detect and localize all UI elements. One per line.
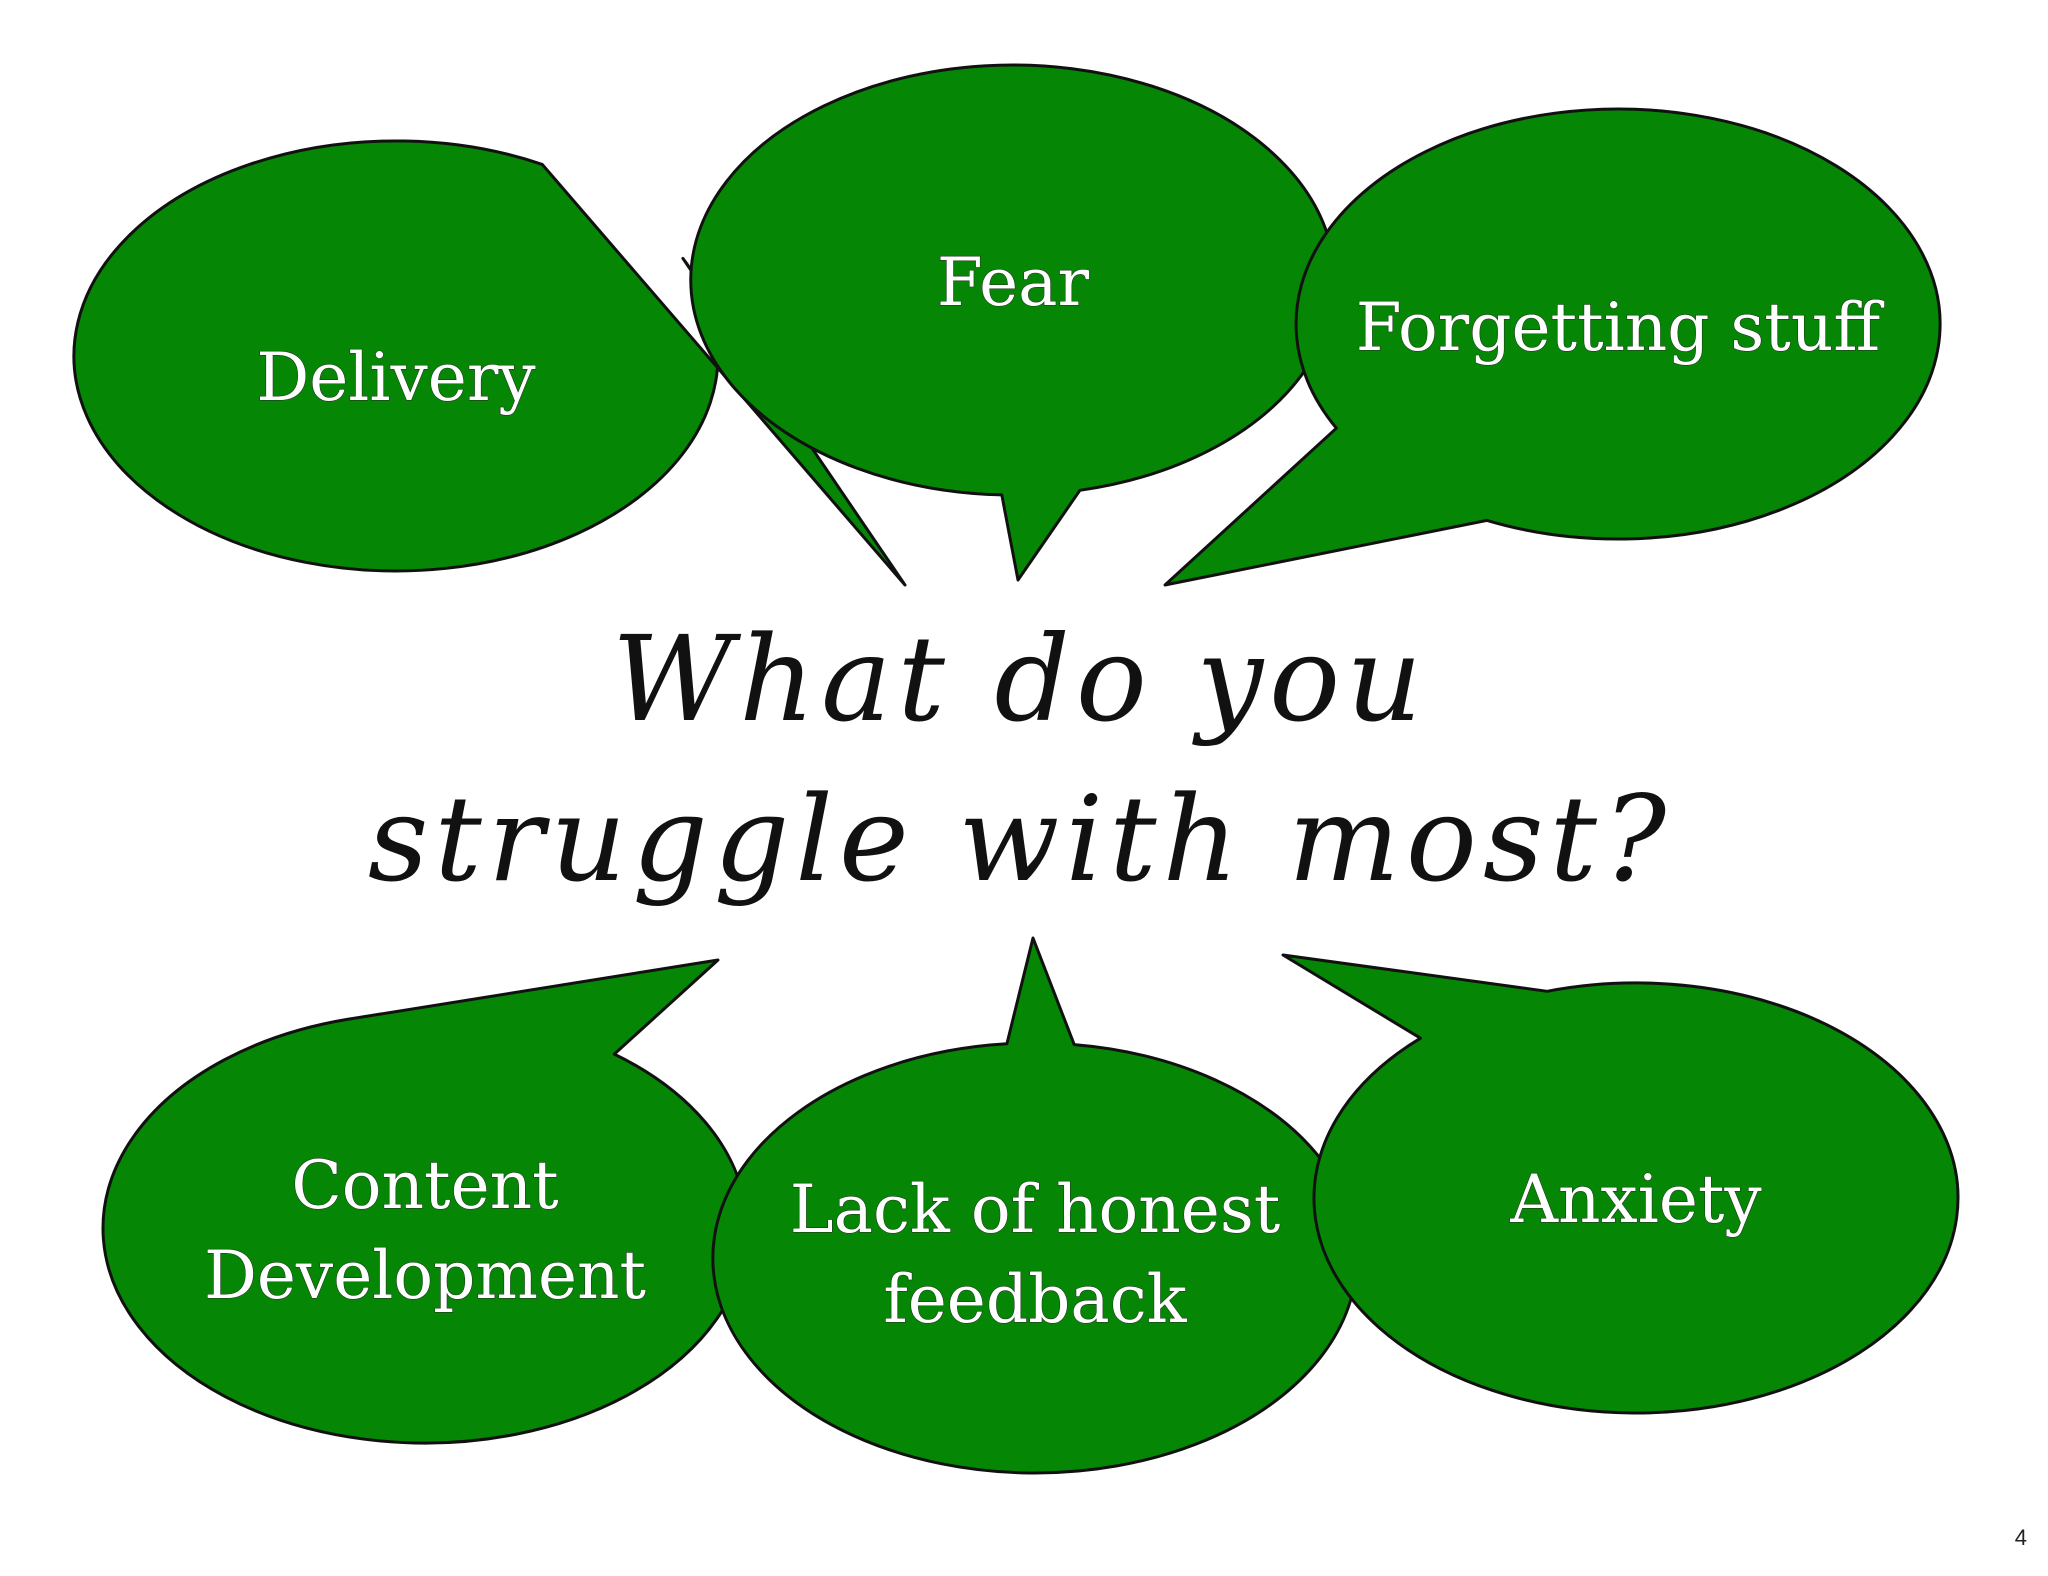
page-number: 4: [2014, 1525, 2027, 1550]
bubble-label-delivery: Delivery: [256, 339, 536, 416]
question-line-1: What do you: [612, 610, 1428, 748]
bubble-label-content-development-line-2: Development: [204, 1237, 646, 1314]
speech-bubble-shape: [1281, 953, 1960, 1415]
bubble-label-fear: Fear: [937, 244, 1090, 321]
bubble-fear: Fear: [689, 63, 1337, 582]
speech-bubble-shape: [689, 63, 1337, 582]
bubble-anxiety: Anxiety: [1281, 953, 1960, 1415]
speech-bubble-shape: [72, 139, 907, 587]
bubble-delivery: Delivery: [72, 139, 907, 587]
bubble-label-forgetting-stuff: Forgetting stuff: [1356, 289, 1885, 366]
bubble-label-lack-of-honest-feedback-line-2: feedback: [883, 1261, 1187, 1338]
bubble-forgetting-stuff: Forgetting stuff: [1163, 107, 1942, 587]
bubble-lack-of-honest-feedback: Lack of honest feedback: [711, 936, 1359, 1475]
bubble-label-content-development-line-1: Content: [291, 1147, 558, 1224]
question-line-2: struggle with most?: [368, 770, 1672, 908]
speech-bubble-shape: [1163, 107, 1942, 587]
speech-bubble-shape: [711, 936, 1359, 1475]
bubble-label-anxiety: Anxiety: [1509, 1161, 1762, 1238]
bubble-label-lack-of-honest-feedback-line-1: Lack of honest: [790, 1171, 1280, 1248]
